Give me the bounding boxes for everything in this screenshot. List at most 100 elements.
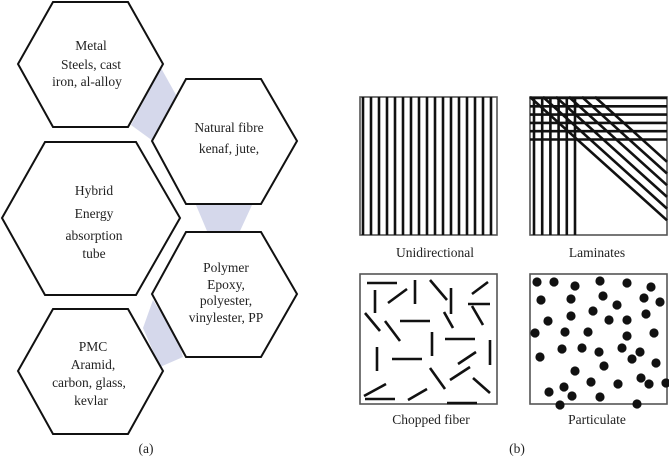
particle-dot	[604, 315, 614, 325]
particle-dot	[555, 400, 565, 410]
connector-natural-polymer	[196, 205, 252, 231]
chopped-fiber-label: Chopped fiber	[392, 412, 470, 427]
particle-dot	[544, 387, 554, 397]
particle-dot	[560, 327, 570, 337]
chopped-fiber-segment	[387, 287, 408, 305]
particle-dot	[532, 277, 542, 287]
hexagon-pmc: PMC Aramid, carbon, glass, kevlar	[16, 308, 165, 435]
hexagon-natural-fibre: Natural fibre kenaf, jute,	[150, 78, 299, 205]
laminates-label: Laminates	[569, 245, 625, 260]
particle-dot	[622, 331, 632, 341]
particle-dot	[543, 316, 553, 326]
particle-dot	[583, 327, 593, 337]
particle-dot	[557, 344, 567, 354]
hexagon-title: Natural fibre	[194, 120, 263, 135]
chopped-fiber-segment	[407, 387, 428, 402]
hexagon-line: absorption	[66, 228, 123, 243]
panel-b: Unidirectional Laminates Chopped fiber P…	[359, 96, 669, 456]
particle-dot	[549, 277, 559, 287]
hexagon-polymer: Polymer Epoxy, polyester, vinylester, PP	[150, 231, 299, 358]
hexagon-hybrid: Hybrid Energy absorption tube	[0, 141, 182, 296]
particle-dot	[595, 392, 605, 402]
hexagon-line: vinylester, PP	[189, 310, 263, 325]
chopped-fiber-segment	[428, 367, 447, 390]
particle-dot	[646, 282, 656, 292]
hexagon-line: Aramid,	[71, 357, 116, 372]
particle-dot	[599, 361, 609, 371]
particle-dot	[530, 328, 540, 338]
hexagon-title: PMC	[79, 339, 108, 354]
particle-dot	[570, 281, 580, 291]
particle-dot	[641, 309, 651, 319]
connector-polymer-pmc	[143, 300, 183, 367]
fiber-line	[581, 96, 668, 175]
unidirectional-diagram	[359, 96, 498, 236]
hexagon-line: carbon, glass,	[52, 375, 126, 390]
particulate-diagram	[529, 273, 669, 410]
panel-a-caption: (a)	[139, 441, 154, 456]
particle-dot	[635, 347, 645, 357]
particle-dot	[612, 300, 622, 310]
particle-dot	[567, 391, 577, 401]
chopped-fiber-segment	[383, 320, 402, 342]
hexagon-title: Polymer	[203, 260, 249, 275]
hexagon-title: Hybrid	[75, 183, 113, 198]
particle-dot	[566, 311, 576, 321]
chopped-fiber-segment	[470, 305, 485, 326]
particle-dot	[594, 347, 604, 357]
particle-dot	[632, 399, 642, 409]
hexagon-line: Energy	[75, 206, 114, 221]
hexagon-title: Metal	[75, 38, 107, 53]
hexagon-line: iron, al-alloy	[52, 74, 122, 89]
particle-dot	[649, 328, 659, 338]
chopped-fiber-segment	[363, 382, 387, 398]
particle-dot	[613, 379, 623, 389]
fiber-line	[594, 96, 668, 163]
particle-dot	[636, 373, 646, 383]
hexagon-line: kenaf, jute,	[199, 141, 259, 156]
chopped-fiber-segment	[471, 280, 489, 296]
particle-dot	[577, 343, 587, 353]
particle-dot	[644, 379, 654, 389]
chopped-fiber-segment	[457, 350, 477, 366]
fiber-line	[568, 96, 668, 187]
chopped-fiber-diagram	[359, 273, 498, 405]
hexagon-line: Epoxy,	[207, 277, 245, 292]
hexagon-line: kevlar	[74, 393, 108, 408]
chopped-fiber-segment	[429, 279, 448, 301]
unidirectional-label: Unidirectional	[396, 245, 474, 260]
particle-dot	[661, 378, 669, 388]
particle-dot	[586, 377, 596, 387]
connector-metal-natural	[131, 68, 180, 141]
particle-dot	[595, 276, 605, 286]
panel-a: Metal Steels, cast iron, al-alloy Natura…	[0, 1, 299, 456]
particle-dot	[598, 291, 608, 301]
fiber-line	[542, 96, 668, 210]
particle-dot	[617, 343, 627, 353]
particle-dot	[559, 382, 569, 392]
particle-dot	[570, 366, 580, 376]
chopped-fiber-segment	[442, 311, 455, 329]
particulate-label: Particulate	[568, 412, 626, 427]
hexagon-line: polyester,	[200, 293, 252, 308]
particle-dot	[588, 306, 598, 316]
chopped-fiber-segment	[472, 377, 491, 394]
particle-dot	[566, 294, 576, 304]
particle-dot	[639, 293, 649, 303]
hexagon-metal: Metal Steels, cast iron, al-alloy	[16, 1, 165, 128]
chopped-fiber-segment	[449, 365, 471, 382]
hexagon-line: tube	[82, 246, 105, 261]
particle-dot	[651, 358, 661, 368]
particle-dot	[535, 352, 545, 362]
particle-dot	[536, 295, 546, 305]
particle-dot	[655, 297, 665, 307]
hexagon-line: Steels, cast	[61, 57, 121, 72]
panel-b-caption: (b)	[509, 441, 525, 456]
fiber-line	[555, 96, 668, 198]
chopped-fiber-segment	[364, 312, 381, 332]
particle-dot	[627, 354, 637, 364]
fiber-line	[529, 96, 668, 222]
particle-dot	[622, 315, 632, 325]
particle-dot	[622, 278, 632, 288]
